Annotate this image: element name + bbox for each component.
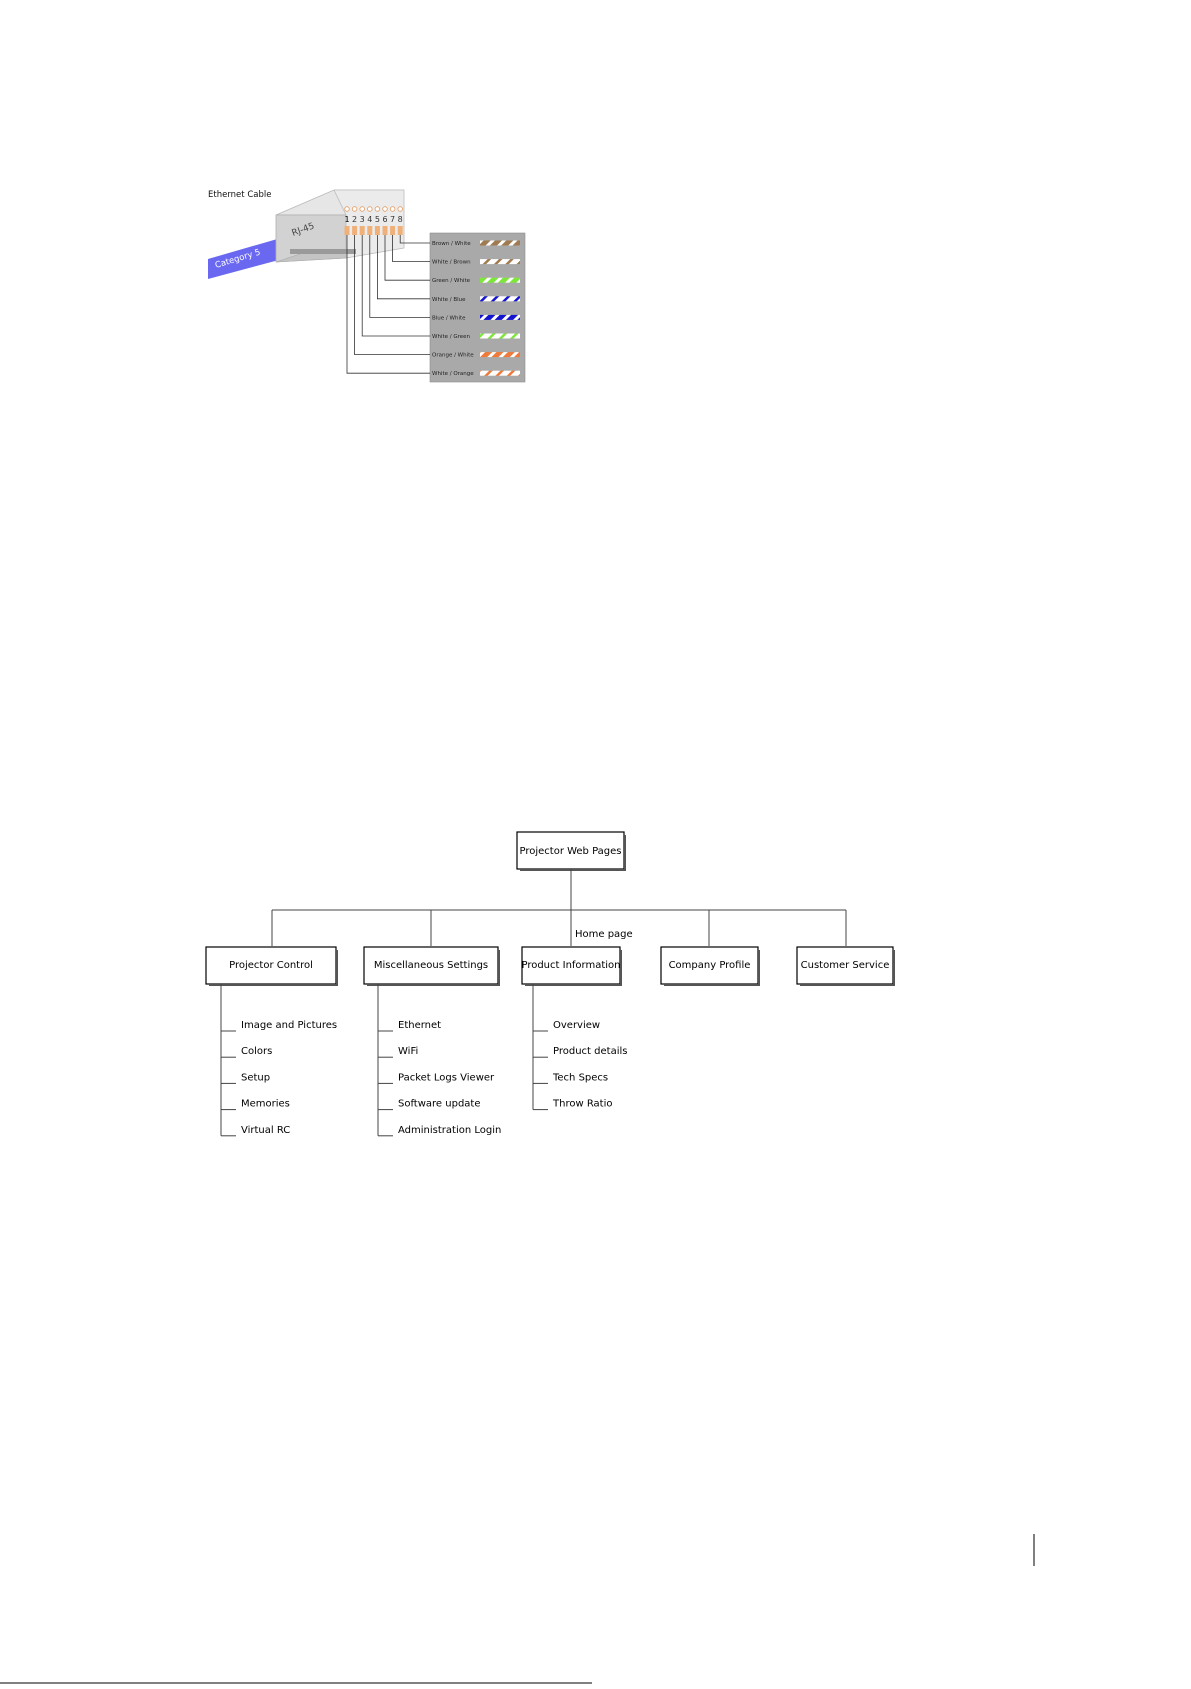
- child-page-label: WiFi: [398, 1046, 418, 1057]
- wire-label: Blue / White: [432, 315, 466, 321]
- wire-label: Green / White: [432, 278, 471, 284]
- child-page-label: Throw Ratio: [552, 1099, 613, 1110]
- wire-label: White / Orange: [432, 371, 474, 377]
- pin-contact: [389, 206, 396, 212]
- section-customer-service: Customer Service: [796, 946, 895, 986]
- pin-lead-line: [384, 235, 430, 281]
- child-page-label: Virtual RC: [241, 1125, 290, 1136]
- section-title: Product Information: [521, 960, 620, 971]
- sitemap-diagram: Projector Web Pages Home page Projector …: [205, 831, 895, 1137]
- root-label: Projector Web Pages: [519, 846, 621, 857]
- pin-lead-line: [369, 235, 430, 318]
- wire-swatch: [480, 259, 520, 265]
- section-title: Projector Control: [229, 960, 313, 971]
- child-page-label: Tech Specs: [552, 1072, 608, 1083]
- child-page-label: Setup: [241, 1072, 270, 1083]
- section-box: [521, 946, 621, 985]
- pin-contact: [351, 206, 358, 212]
- section-company-profile: Company Profile: [660, 946, 760, 986]
- section-box: [205, 946, 337, 985]
- wire-swatch: [480, 352, 520, 358]
- wire-swatch: [480, 333, 520, 339]
- pin-contact: [374, 206, 381, 212]
- pin-number: 7: [390, 215, 395, 224]
- pin-slot: [397, 226, 403, 235]
- wire-swatch: [480, 277, 520, 283]
- pin-lead-line: [354, 235, 430, 356]
- pin-number: 3: [360, 215, 365, 224]
- pin-contact: [382, 206, 388, 212]
- pin-lead-line: [392, 235, 430, 263]
- pin-lead-line: [346, 235, 430, 374]
- pin-contact: [359, 206, 365, 212]
- pin-number: 4: [367, 215, 372, 224]
- section-box: [363, 946, 499, 985]
- wire-label: White / Blue: [432, 297, 466, 303]
- pin-slot: [390, 226, 396, 235]
- pin-contact: [397, 206, 403, 212]
- pin-number: 8: [398, 215, 403, 224]
- pin-number: 1: [344, 215, 349, 224]
- pin-slot: [352, 226, 358, 235]
- pin-slot: [374, 226, 380, 235]
- wire-swatch: [480, 370, 520, 376]
- pin-slot: [359, 226, 365, 235]
- wire-swatch: [480, 314, 520, 320]
- wire-label: White / Brown: [432, 260, 471, 266]
- wire-swatch: [480, 296, 520, 302]
- home-page-label: Home page: [575, 929, 633, 940]
- child-page-label: Administration Login: [398, 1125, 501, 1136]
- child-page-label: Overview: [553, 1020, 600, 1031]
- section-box: [796, 946, 894, 985]
- pin-contact: [344, 206, 350, 212]
- child-page-label: Image and Pictures: [241, 1020, 337, 1031]
- connector-latch: [290, 249, 356, 254]
- pin-number: 5: [375, 215, 380, 224]
- pin-lead-line: [399, 235, 430, 244]
- wire-swatch: [480, 240, 520, 246]
- child-page-label: Packet Logs Viewer: [398, 1072, 495, 1083]
- pin-number: 6: [382, 215, 387, 224]
- wire-label: Orange / White: [432, 353, 474, 359]
- section-title: Company Profile: [669, 960, 751, 971]
- root-box: [516, 831, 625, 870]
- pin-number: 2: [352, 215, 357, 224]
- pin-slot: [382, 226, 388, 235]
- pin-slot: [367, 226, 373, 235]
- section-miscellaneous-settings: Miscellaneous SettingsEthernetWiFiPacket…: [363, 946, 501, 1137]
- section-box: [660, 946, 759, 985]
- pin-lead-line: [376, 235, 430, 300]
- ethernet-title: Ethernet Cable: [208, 190, 271, 200]
- child-page-label: Product details: [553, 1046, 627, 1057]
- child-page-label: Ethernet: [398, 1020, 441, 1031]
- section-title: Customer Service: [801, 960, 890, 971]
- section-title: Miscellaneous Settings: [374, 960, 488, 971]
- wire-color-panel: [429, 232, 526, 383]
- child-page-label: Colors: [241, 1046, 272, 1057]
- child-page-label: Memories: [241, 1099, 290, 1110]
- wire-label: White / Green: [432, 334, 471, 340]
- pin-lead-line: [361, 235, 430, 337]
- wire-label: Brown / White: [432, 241, 471, 247]
- child-page-label: Software update: [398, 1099, 481, 1110]
- pin-contact: [367, 206, 373, 212]
- pin-slot: [344, 226, 350, 235]
